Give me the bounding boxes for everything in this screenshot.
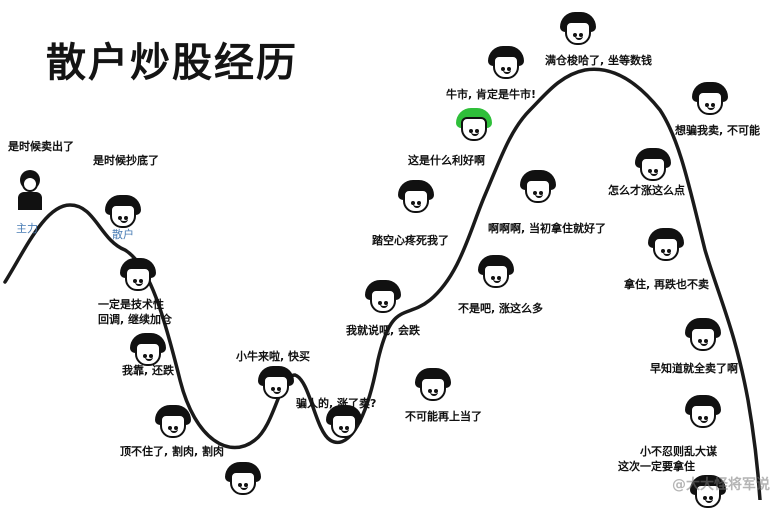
label-told-you: 我就说吧, 会跌 <box>346 324 421 337</box>
label-what-good: 这是什么利好啊 <box>408 154 485 167</box>
label-should-sell: 早知道就全卖了啊 <box>650 362 738 375</box>
label-small-bull: 小牛来啦, 快买 <box>236 350 311 363</box>
face-bull-market <box>488 46 524 82</box>
face-bottom <box>225 462 261 498</box>
label-how-rise: 怎么才涨这么点 <box>608 184 685 197</box>
label-hold-regret: 啊啊啊, 当初拿住就好了 <box>488 222 607 235</box>
face-how-rise <box>635 148 671 184</box>
face-no-fool <box>415 368 451 404</box>
label-liar: 骗人的, 涨了卖? <box>296 397 377 410</box>
face-small-loss <box>685 395 721 431</box>
label-tech2: 回调, 继续加仓 <box>98 313 173 326</box>
label-tech: 一定是技术性 <box>98 298 164 311</box>
label-short-regret: 踏空心疼死我了 <box>372 234 449 247</box>
label-buy-bottom: 是时候抄底了 <box>93 154 159 167</box>
face-hold-regret <box>520 170 556 206</box>
face-full-pos <box>560 12 596 48</box>
face-small-bull <box>258 366 294 402</box>
label-full-pos: 满仓梭哈了, 坐等数钱 <box>545 54 653 67</box>
label-no-sell: 想骗我卖, 不可能 <box>675 124 761 137</box>
face-liar <box>326 405 362 441</box>
face-nervous <box>130 333 166 369</box>
face-cut-loss <box>155 405 191 441</box>
main-force-figure <box>14 170 46 210</box>
face-green-hat <box>456 108 492 144</box>
face-hold-on <box>648 228 684 264</box>
face-should-sell <box>685 318 721 354</box>
face-no-sell <box>692 82 728 118</box>
label-nervous: 我靠, 还跌 <box>122 364 175 377</box>
retail-face <box>105 195 141 231</box>
face-short-regret <box>398 180 434 216</box>
page-title: 散户炒股经历 <box>46 40 298 86</box>
label-sell: 是时候卖出了 <box>8 140 74 153</box>
face-told-you <box>365 280 401 316</box>
watermark: @大大怪将军说 <box>672 477 770 493</box>
label-bull-market: 牛市, 肯定是牛市! <box>446 88 537 101</box>
label-cut-loss: 顶不住了, 割肉, 割肉 <box>120 445 225 458</box>
market-curve <box>3 67 762 500</box>
label-retail: 散户 <box>112 228 134 241</box>
label-small-loss: 小不忍则乱大谋 <box>640 445 717 458</box>
face-rise <box>478 255 514 291</box>
label-no-fool: 不可能再上当了 <box>405 410 482 423</box>
curve-path <box>3 67 762 500</box>
label-main-force: 主力 <box>16 222 38 235</box>
face-tech <box>120 258 156 294</box>
label-hold-on: 拿住, 再跌也不卖 <box>624 278 710 291</box>
label-small-loss2: 这次一定要拿住 <box>618 460 695 473</box>
label-rise: 不是吧, 涨这么多 <box>458 302 544 315</box>
